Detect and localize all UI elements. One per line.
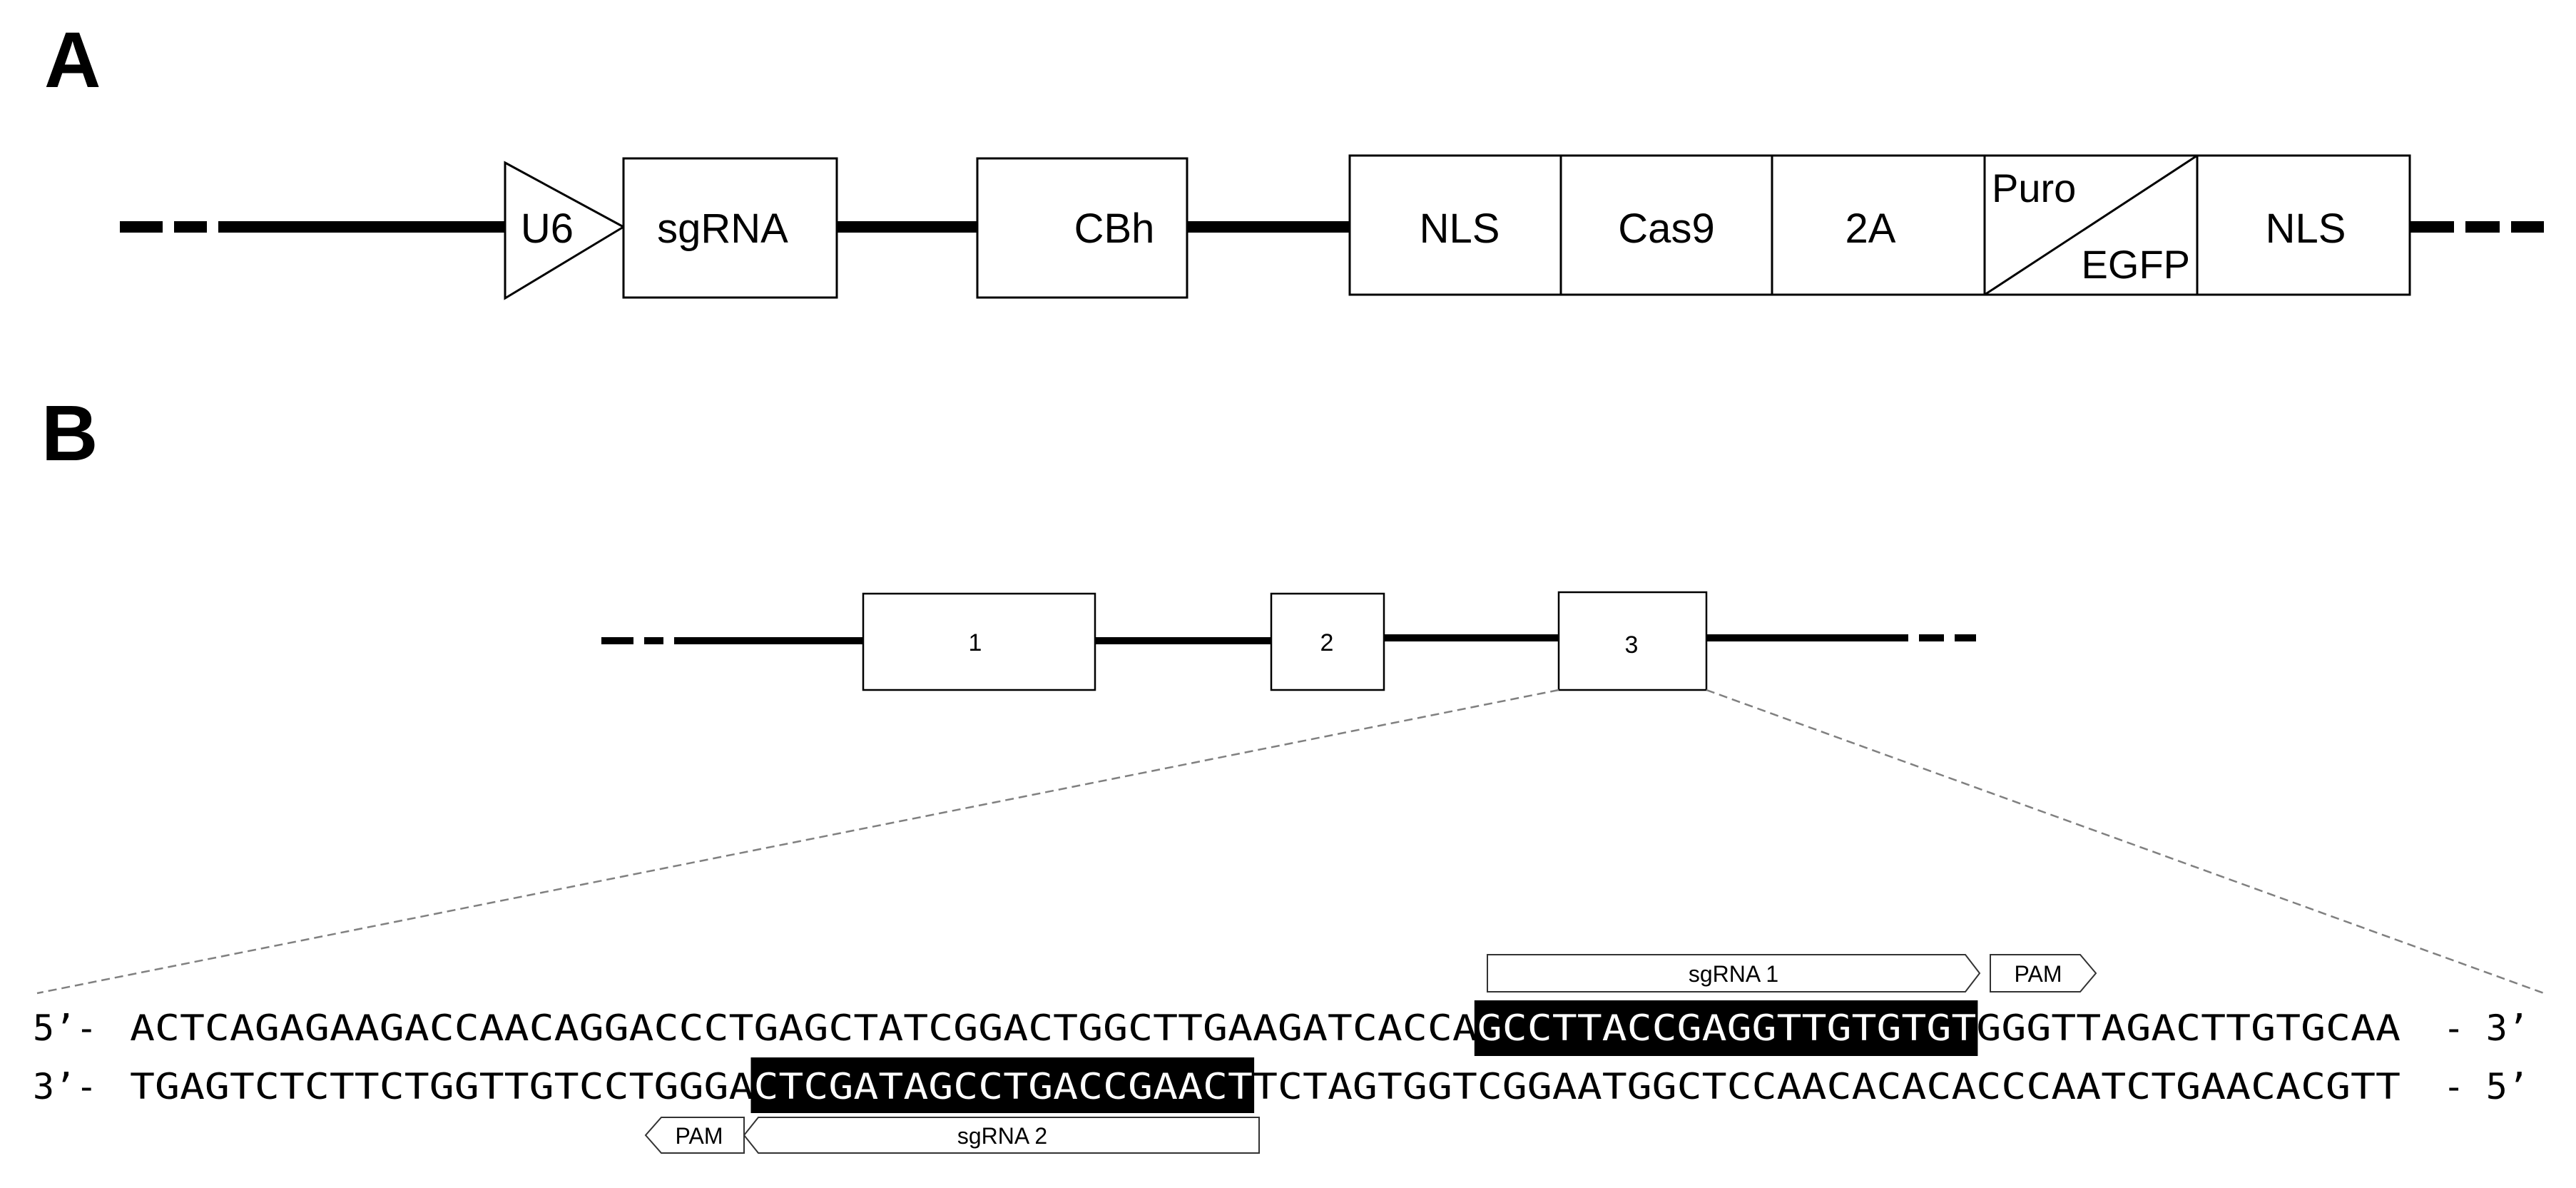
sgrna1-label: sgRNA 1 [1689, 961, 1778, 987]
cbh-label: CBh [1074, 205, 1155, 252]
cassette-outline [1348, 154, 2411, 296]
sgrna-box [622, 157, 838, 299]
pam-top-arrow [1990, 954, 2097, 992]
exon-3-label: 3 [1625, 631, 1639, 659]
u6-promoter-triangle [504, 161, 626, 300]
top-strand-target: GCCTTACCGAGGTTGTGTGT [1477, 1007, 1977, 1049]
top-strand-prefix: 5’- [33, 1007, 97, 1049]
pam-top-label: PAM [2015, 961, 2062, 987]
sgrna2-label: sgRNA 2 [957, 1123, 1047, 1149]
sgrna2-target-highlight [750, 1057, 1255, 1113]
pam-bottom-label: PAM [676, 1123, 723, 1149]
panel-a-label: A [44, 16, 101, 104]
top-strand-before: ACTCAGAGAAGACCAACAGGACCCTGAGCTATCGGACTGG… [130, 1007, 1477, 1049]
nls-left-label: NLS [1420, 205, 1500, 252]
top-strand-sequence: ACTCAGAGAAGACCAACAGGACCCTGAGCTATCGGACTGG… [130, 1007, 2401, 1049]
exon-2-label: 2 [1320, 629, 1334, 656]
pam-bottom-arrow [644, 1117, 745, 1154]
exon-1-box [862, 592, 1096, 691]
cas9-label: Cas9 [1618, 205, 1714, 252]
puro-egfp-diagonal [1984, 154, 2198, 296]
bottom-strand-prefix: 3’- [33, 1066, 97, 1107]
puro-label: Puro [1992, 166, 2076, 210]
sgrna2-arrow [743, 1117, 1260, 1154]
sgrna1-arrow [1487, 954, 1981, 992]
gene-model-backbone [601, 634, 1976, 644]
u6-label: U6 [521, 205, 574, 252]
top-strand-after: GGGTTAGACTTGTGCAA [1976, 1007, 2401, 1049]
top-strand-suffix: - 3’ [2443, 1007, 2529, 1049]
two-a-label: 2A [1846, 205, 1896, 252]
bottom-strand-target: CTCGATAGCCTGACCGAACT [753, 1066, 1253, 1107]
cas9-cassette [1348, 154, 2411, 296]
bottom-strand-suffix: - 5’ [2443, 1066, 2529, 1107]
bottom-strand-after: TCTAGTGGTCGGAATGGCTCCAACACACACCCAATCTGAA… [1253, 1066, 2401, 1107]
sgrna1-target-highlight [1474, 1000, 1978, 1056]
nls-right-label: NLS [2266, 205, 2346, 252]
cbh-box [976, 157, 1188, 299]
zoom-line-right [1706, 689, 2545, 995]
sgrna-label: sgRNA [657, 205, 788, 252]
exon-3-box [1557, 591, 1708, 691]
egfp-label: EGFP [2082, 242, 2190, 287]
zoom-line-left [36, 689, 1559, 995]
bottom-strand-before: TGAGTCTCTTCTGGTTGTCCTGGGA [130, 1066, 753, 1107]
exon-1-label: 1 [969, 629, 982, 656]
exon-2-box [1270, 592, 1385, 691]
panel-b-label: B [41, 390, 98, 477]
